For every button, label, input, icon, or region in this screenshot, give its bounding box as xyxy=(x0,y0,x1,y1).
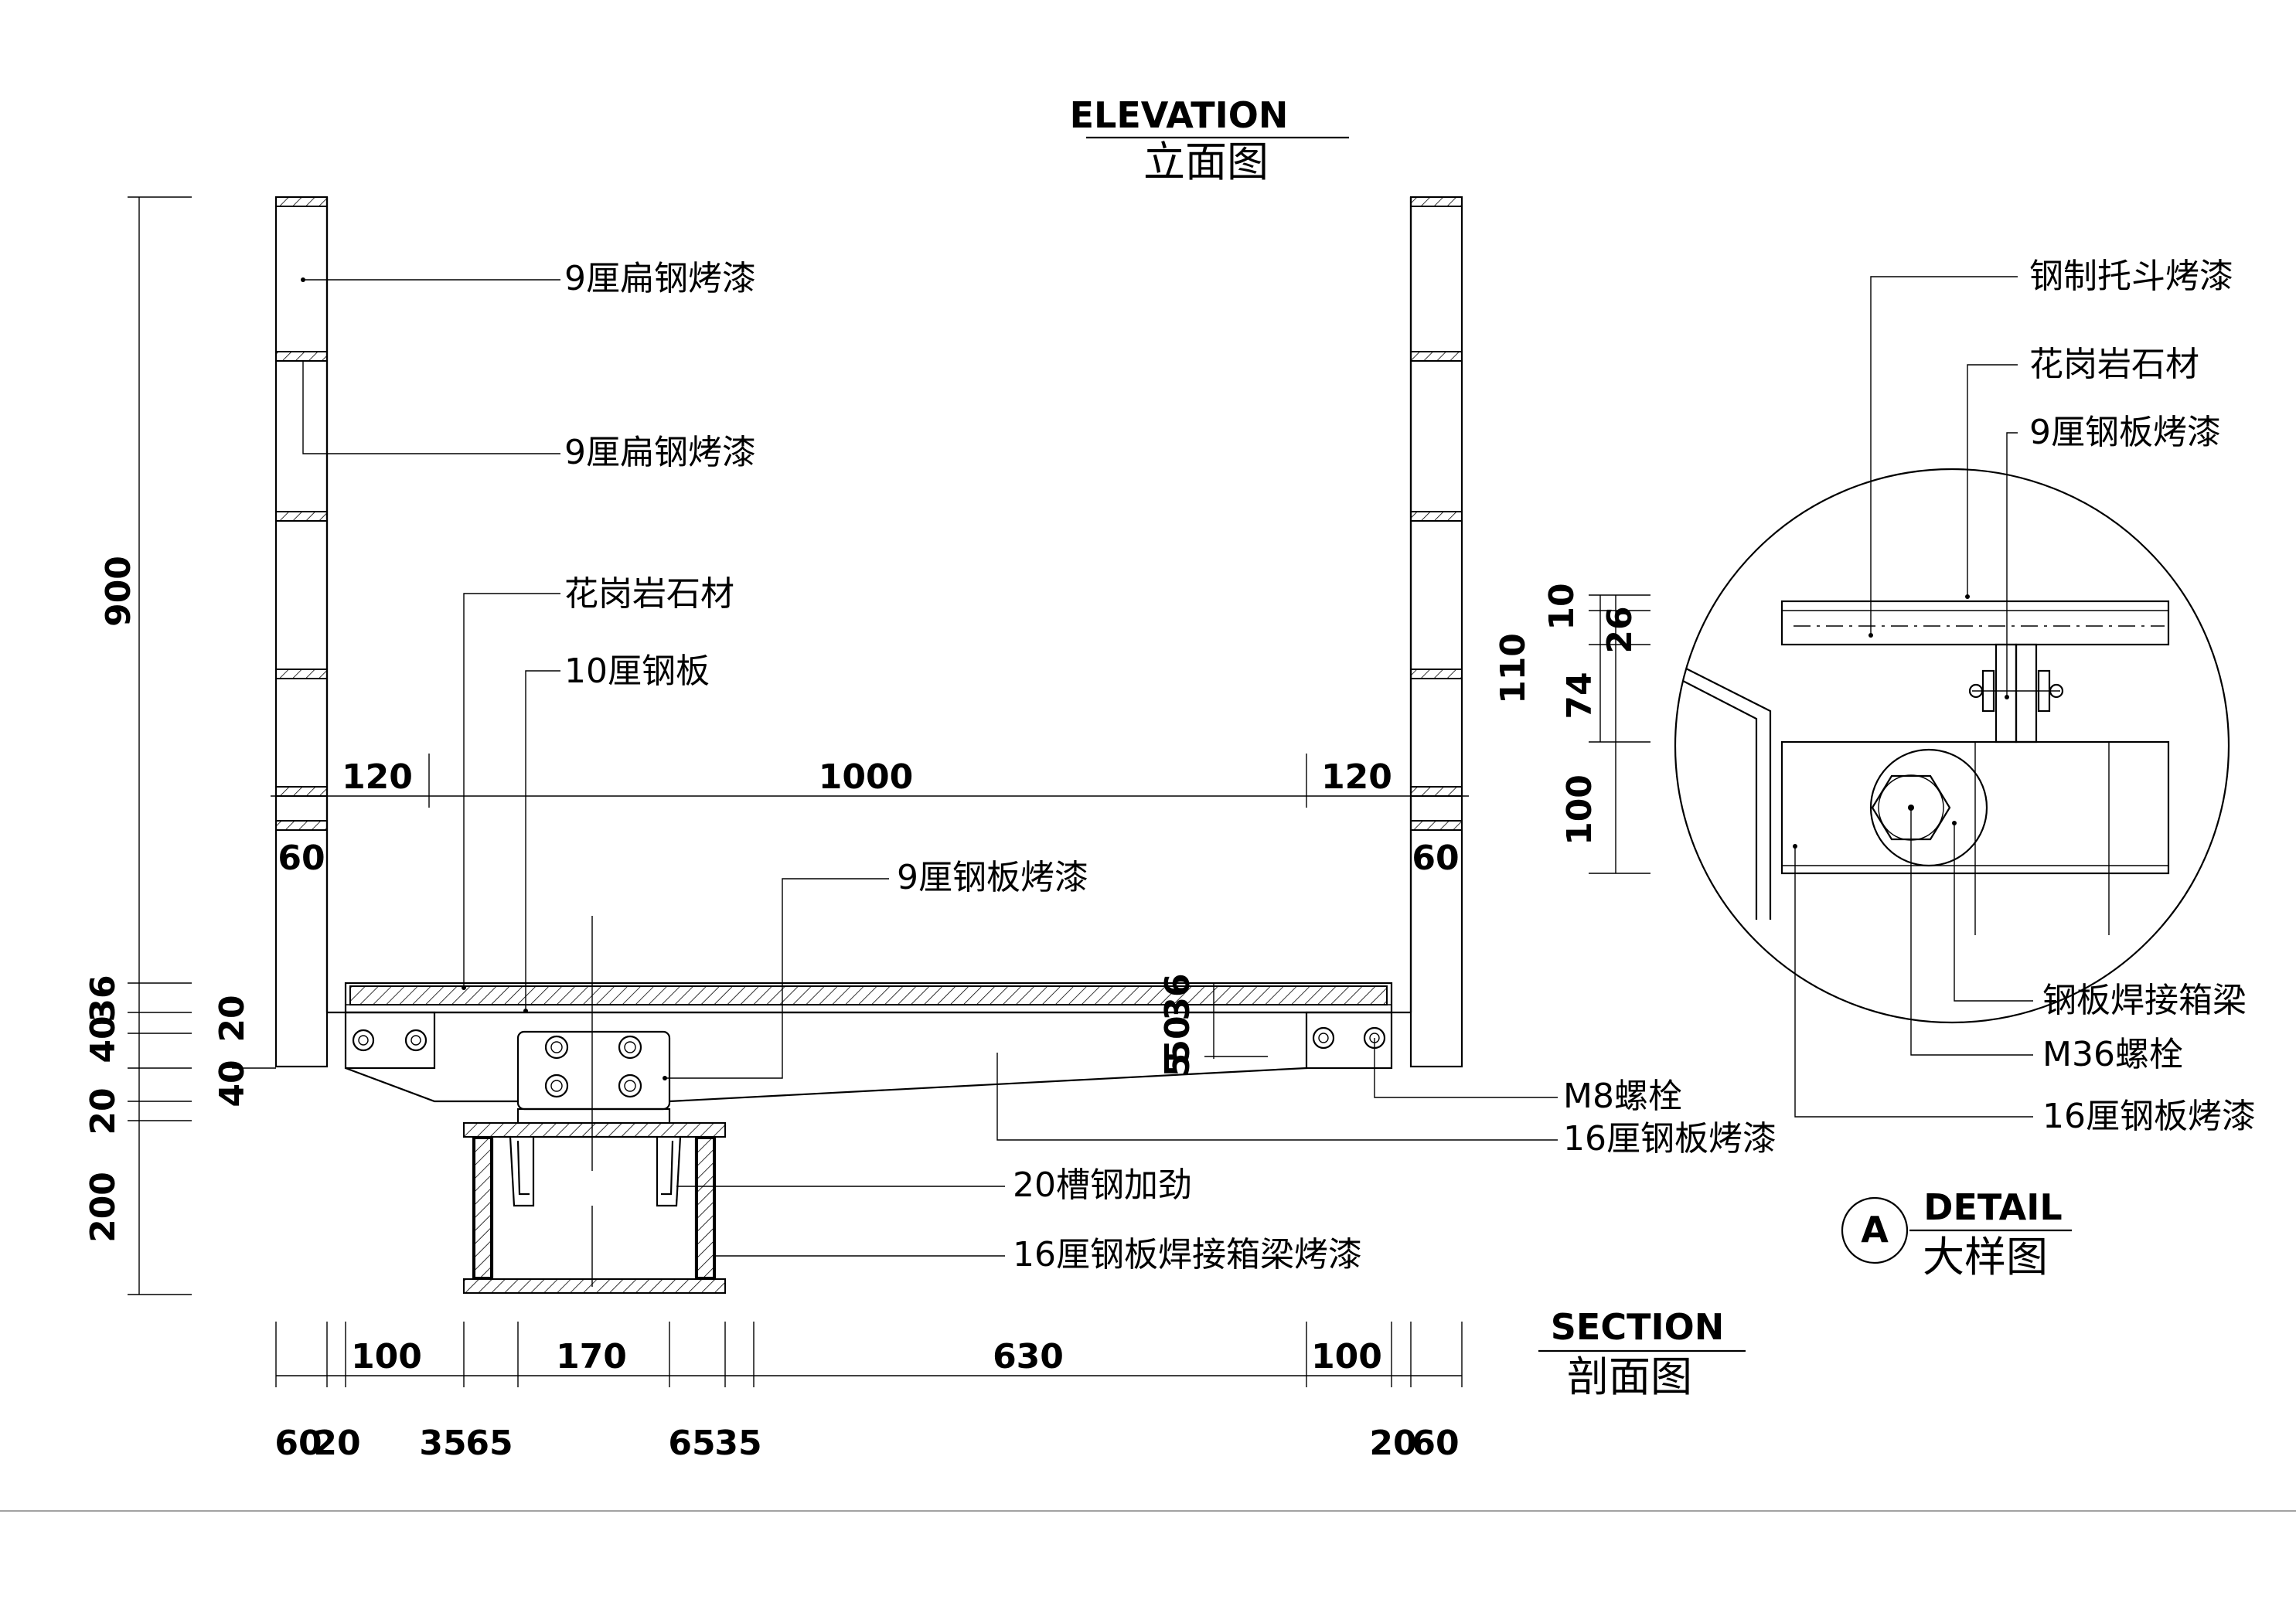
dim-r35-right: 35 xyxy=(714,1424,761,1463)
dim-20b: 20 xyxy=(83,1087,123,1135)
top-dimensions: 120 1000 120 60 60 xyxy=(271,754,1469,878)
detail-a: 10 26 110 74 100 钢制托斗烤漆 花岗岩石材 9厘钢板烤漆 钢板焊… xyxy=(1494,257,2256,1136)
left-post xyxy=(274,196,329,1068)
label-channel-20: 20槽钢加劲 xyxy=(1013,1165,1192,1205)
dim-200: 200 xyxy=(83,1172,123,1243)
dim-b100-right: 100 xyxy=(1311,1337,1382,1376)
dim-c36: 36 xyxy=(1158,973,1197,1020)
dim-r20-right: 20 xyxy=(1369,1424,1416,1463)
elevation-title: ELEVATION 立面图 xyxy=(1070,94,1349,186)
dim-900: 900 xyxy=(99,556,138,627)
bottom-dimensions: 100 170 630 100 60 20 35 65 65 35 20 60 xyxy=(274,1322,1463,1463)
detail-label-bracket: 钢制托斗烤漆 xyxy=(2029,257,2233,296)
section-title-en: SECTION xyxy=(1551,1306,1724,1348)
dim-36: 36 xyxy=(83,975,123,1022)
label-m8: M8螺栓 xyxy=(1563,1077,1682,1116)
detail-title-cn: 大样图 xyxy=(1923,1233,2048,1281)
dim-b100-left: 100 xyxy=(351,1337,422,1376)
dim-d110: 110 xyxy=(1494,633,1533,704)
label-flat-steel-1: 9厘扁钢烤漆 xyxy=(564,259,756,298)
dim-60-left: 60 xyxy=(278,839,325,878)
dim-40b: 40 xyxy=(213,1060,252,1107)
support-bracket xyxy=(516,916,671,1287)
elevation-title-en: ELEVATION xyxy=(1070,94,1289,136)
dim-d100: 100 xyxy=(1560,774,1599,846)
callouts: 9厘扁钢烤漆 9厘扁钢烤漆 花岗岩石材 10厘钢板 9厘钢板烤漆 M8螺栓 16… xyxy=(302,259,1777,1274)
dim-r60-right: 60 xyxy=(1412,1424,1459,1463)
dim-60-right: 60 xyxy=(1412,839,1459,878)
label-plate-9: 9厘钢板烤漆 xyxy=(897,858,1088,897)
detail-label-plate-9: 9厘钢板烤漆 xyxy=(2029,413,2221,452)
dim-d10: 10 xyxy=(1542,583,1582,630)
dim-b170: 170 xyxy=(556,1337,627,1376)
section-title: SECTION 剖面图 xyxy=(1538,1306,1746,1401)
label-box-beam: 16厘钢板焊接箱梁烤漆 xyxy=(1013,1235,1362,1274)
dim-r65-left: 65 xyxy=(465,1424,513,1463)
dim-20: 20 xyxy=(213,995,252,1042)
dim-d74: 74 xyxy=(1560,672,1599,719)
label-granite: 花岗岩石材 xyxy=(564,574,734,614)
detail-title-en: DETAIL xyxy=(1923,1186,2062,1228)
detail-label-m36: M36螺栓 xyxy=(2042,1035,2183,1074)
label-plate-16: 16厘钢板烤漆 xyxy=(1563,1119,1777,1159)
dim-c5: 5 xyxy=(1158,1053,1197,1077)
dim-c50: 50 xyxy=(1158,1016,1197,1063)
dim-r60-left: 60 xyxy=(274,1424,322,1463)
label-plate-10: 10厘钢板 xyxy=(564,652,710,691)
dim-120-right: 120 xyxy=(1321,757,1392,797)
detail-label-box-beam: 钢板焊接箱梁 xyxy=(2042,981,2247,1020)
detail-marker: A xyxy=(1861,1209,1889,1250)
detail-label-plate-16: 16厘钢板烤漆 xyxy=(2042,1097,2256,1136)
dim-r35-left: 35 xyxy=(419,1424,466,1463)
label-flat-steel-2: 9厘扁钢烤漆 xyxy=(564,433,756,472)
dim-1000: 1000 xyxy=(819,757,913,797)
dim-120-left: 120 xyxy=(342,757,413,797)
dim-r65-right: 65 xyxy=(668,1424,715,1463)
dim-b630: 630 xyxy=(993,1337,1064,1376)
detail-label-granite: 花岗岩石材 xyxy=(2029,345,2199,384)
dim-d26: 26 xyxy=(1600,606,1640,653)
left-dimensions: 900 36 40 20 40 20 200 xyxy=(83,196,276,1295)
section-title-cn: 剖面图 xyxy=(1567,1352,1692,1401)
detail-title: A DETAIL 大样图 xyxy=(1841,1186,2072,1281)
tread xyxy=(327,982,1411,1103)
center-dimensions: 36 50 5 xyxy=(1158,973,1268,1077)
dim-40: 40 xyxy=(83,1016,123,1063)
right-post xyxy=(1409,196,1463,1068)
dim-r20-left: 20 xyxy=(313,1424,360,1463)
elevation-title-cn: 立面图 xyxy=(1143,138,1269,186)
box-beam xyxy=(463,1122,726,1294)
